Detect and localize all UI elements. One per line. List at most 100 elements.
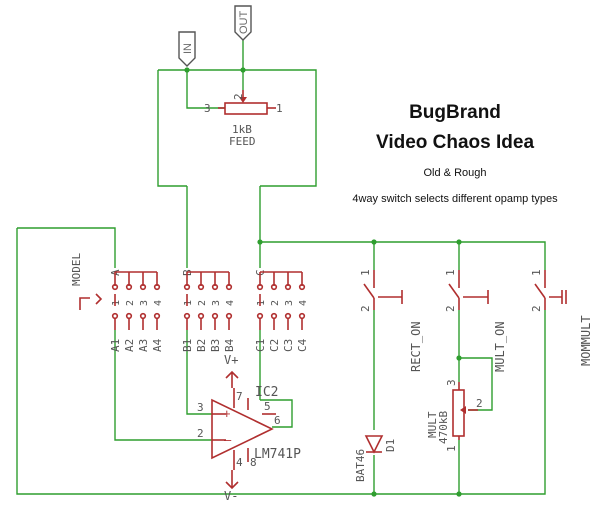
mult-switch-name: MULT_ON: [493, 321, 507, 372]
model-switch-name: MODEL: [70, 253, 83, 286]
model-pos-c2: 2: [270, 300, 281, 306]
title-project: Video Chaos Idea: [376, 132, 534, 153]
wire-pot-wiper: [459, 357, 493, 411]
mult-pot-body: [452, 389, 465, 437]
model-contact-a3-top: [139, 283, 147, 291]
wire-left-loop: [157, 70, 187, 187]
model-contact-a3-bottom: [139, 312, 147, 320]
feed-pot-name: FEED: [229, 135, 256, 148]
model-contact-b4-bottom: [225, 312, 233, 320]
opamp-vneg-label: V-: [224, 489, 238, 503]
model-switch-actuator: [79, 297, 90, 310]
opamp-plus-sign: +: [223, 406, 231, 421]
model-pos-a4: 4: [153, 300, 164, 306]
model-pos-c3: 3: [284, 300, 295, 306]
switch-rect-on: 1 2 RECT_ON: [359, 269, 423, 372]
rect-pin-2: 2: [359, 305, 372, 312]
opamp-pin-6: 6: [274, 414, 281, 427]
model-out-a2: A2: [123, 339, 136, 352]
opamp-body: [211, 398, 274, 460]
title-block: BugBrand Video Chaos Idea Old & Rough 4w…: [352, 102, 558, 205]
model-contact-a4-top: [153, 283, 161, 291]
wire-output-bus: [260, 241, 546, 270]
diode-body: [364, 435, 384, 454]
model-contact-a1-top: [111, 283, 119, 291]
mommult-pin-1: 1: [530, 269, 543, 276]
model-out-c3: C3: [282, 339, 295, 352]
vpos-arrow: [225, 370, 239, 388]
model-pos-a3: 3: [139, 300, 150, 306]
feed-pot-value: 1kB: [232, 123, 252, 136]
model-out-a3: A3: [137, 339, 150, 352]
mult-pot-pin-1: 1: [445, 445, 458, 452]
wire-a-common: [17, 227, 116, 268]
junction-bus-bottom: [371, 491, 377, 497]
opamp-pin-8: 8: [250, 456, 257, 469]
wire-opamp-out: [260, 399, 293, 428]
switch-mommult: 1 2 MOMMULT: [530, 269, 593, 366]
opamp-pin-2: 2: [197, 427, 204, 440]
model-contact-b3-bottom: [211, 312, 219, 320]
model-pos-b2: 2: [197, 300, 208, 306]
model-contact-a4-bottom: [153, 312, 161, 320]
diode-part: BAT46: [354, 449, 367, 482]
opamp-pin-3: 3: [197, 401, 204, 414]
model-pos-a2: 2: [125, 300, 136, 306]
rect-switch-name: RECT_ON: [409, 321, 423, 372]
model-rotary-switch: MODEL A1A12A23A34A4B1B12B23B34B4C1C12C23…: [70, 253, 309, 352]
model-contact-a2-bottom: [125, 312, 133, 320]
junctions: [184, 67, 462, 497]
wire-b1-to-ninv: [186, 330, 212, 415]
model-contact-b1-bottom: [183, 312, 191, 320]
rect-pin-1: 1: [359, 269, 372, 276]
wires: [16, 40, 546, 495]
model-pos-c4: 4: [298, 300, 309, 306]
model-contact-c3-bottom: [284, 312, 292, 320]
opamp-minus-sign: –: [224, 432, 232, 447]
opamp-pin-4: 4: [236, 456, 243, 469]
model-pos-b3: 3: [211, 300, 222, 306]
mult-potentiometer: 3 2 1 MULT 470kB: [426, 379, 483, 452]
model-out-c4: C4: [296, 338, 309, 352]
model-contact-a1-bottom: [111, 312, 119, 320]
model-out-b1: B1: [181, 339, 194, 352]
model-contact-b1-top: [183, 283, 191, 291]
model-contact-b2-bottom: [197, 312, 205, 320]
model-out-c1: C1: [254, 339, 267, 352]
model-contact-c3-top: [284, 283, 292, 291]
model-out-b3: B3: [209, 339, 222, 352]
model-contact-c1-top: [256, 283, 264, 291]
junction-bus-bottom-2: [456, 491, 462, 497]
model-out-b2: B2: [195, 339, 208, 352]
diode-d1: BAT46 D1: [354, 435, 397, 482]
model-switch-arrow: [95, 293, 103, 305]
vneg-arrow: [225, 470, 239, 490]
mult-pot-value: 470kB: [437, 411, 450, 444]
wire-top-loop: [158, 69, 317, 187]
mult-pot-pin-2: 2: [476, 397, 483, 410]
model-pos-c1: 1: [256, 300, 267, 306]
wire-a1-to-inv: [114, 330, 212, 441]
junction-out: [240, 67, 246, 73]
model-out-a4: A4: [151, 338, 164, 352]
junction-in: [184, 67, 190, 73]
feed-pin-2: 2: [232, 93, 245, 100]
opamp-vpos-label: V+: [224, 353, 238, 367]
mult-pin-1: 1: [444, 269, 457, 276]
title-note: Old & Rough: [424, 167, 487, 179]
title-description: 4way switch selects different opamp type…: [352, 193, 558, 205]
feed-pin-3: 3: [204, 102, 211, 115]
model-out-b4: B4: [223, 338, 236, 352]
model-pos-a1: 1: [111, 300, 122, 306]
wire-in-to-feed: [186, 70, 225, 109]
junction-bus-c: [257, 239, 263, 245]
port-out-label: OUT: [238, 11, 250, 35]
port-in: IN: [178, 31, 196, 67]
port-out: OUT: [234, 5, 252, 41]
model-contact-c1-bottom: [256, 312, 264, 320]
model-contact-b3-top: [211, 283, 219, 291]
model-contact-a2-top: [125, 283, 133, 291]
model-contact-c2-top: [270, 283, 278, 291]
model-contact-c4-bottom: [298, 312, 306, 320]
